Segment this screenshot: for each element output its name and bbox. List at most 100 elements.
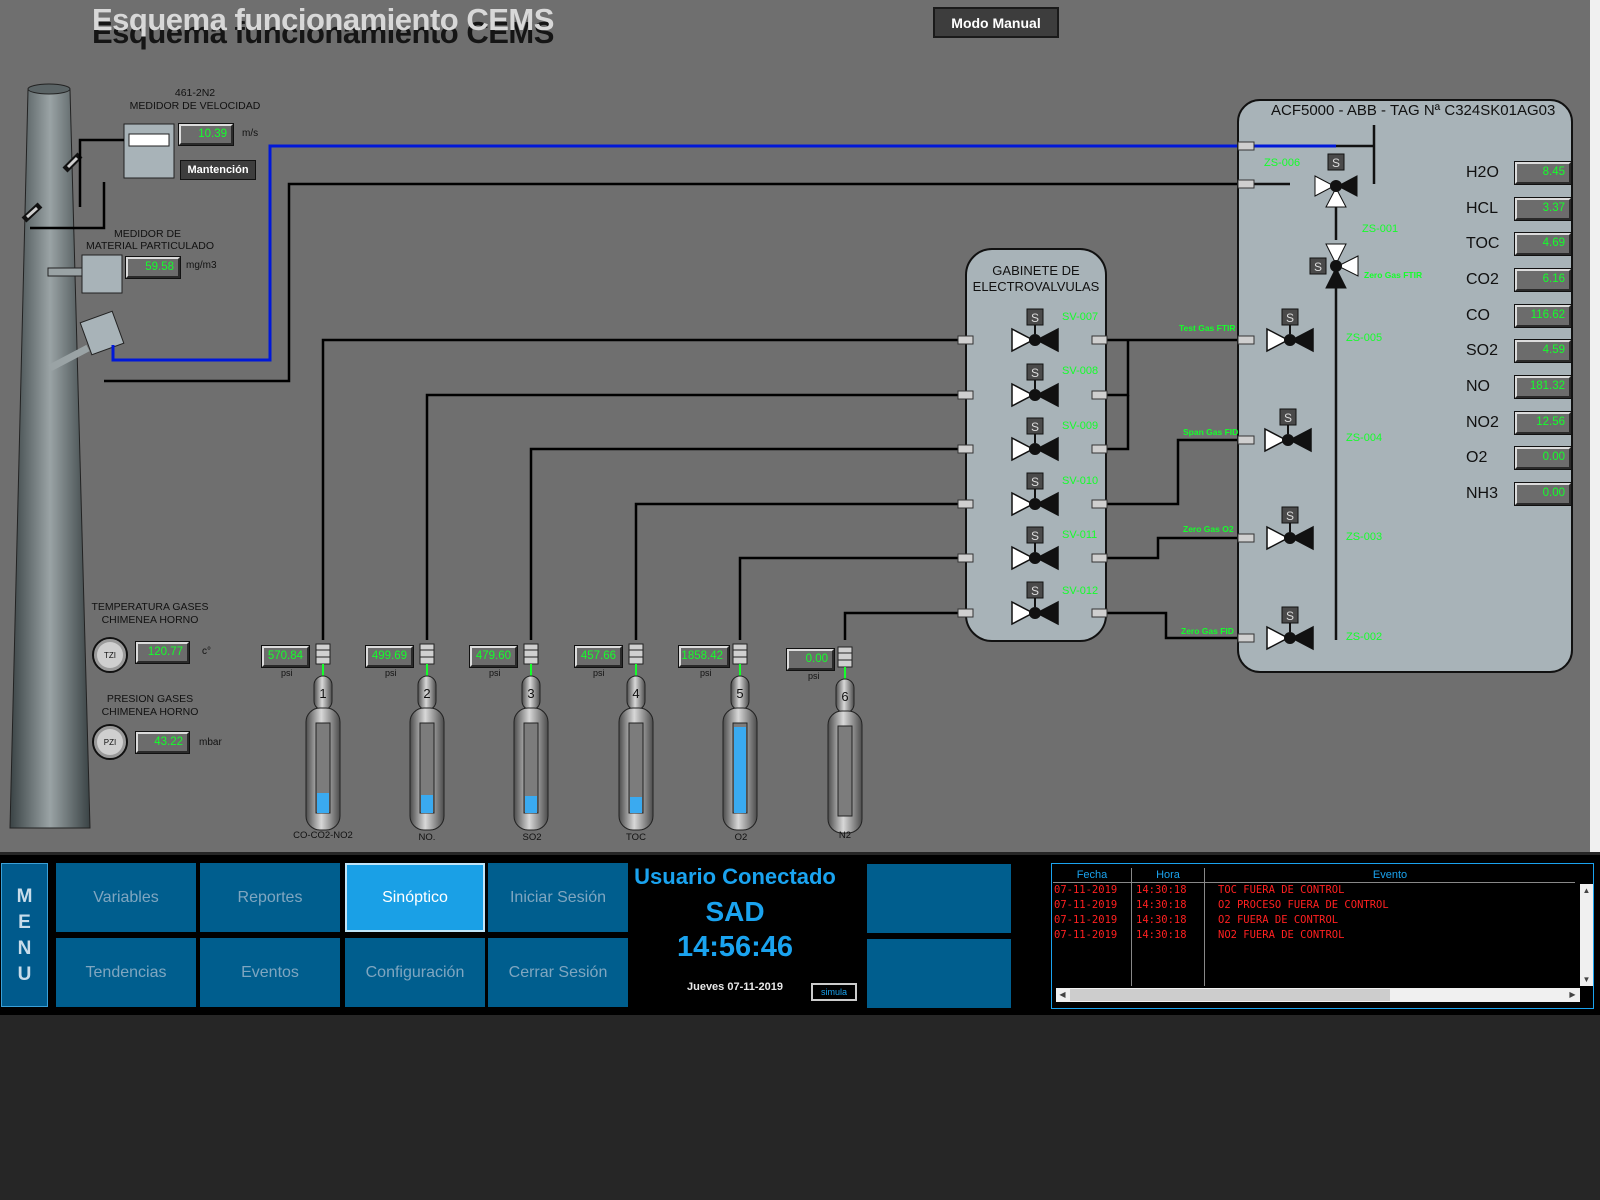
manual-mode-button[interactable]: Modo Manual (933, 7, 1059, 38)
nav-variables[interactable]: Variables (56, 863, 196, 932)
gas-label-nh3: NH3 (1466, 485, 1499, 502)
scroll-left-icon[interactable]: ◀ (1059, 990, 1066, 999)
nav-reportes[interactable]: Reportes (200, 863, 340, 932)
pressure-value: 43.22 (135, 731, 190, 754)
cylinder-1-label: CO-CO2-NO2 (293, 830, 353, 841)
solenoid-valve-sv-008[interactable]: S (1011, 363, 1059, 408)
solenoid-valve-sv-007[interactable]: S (1011, 308, 1059, 353)
solenoid-label: S (1332, 156, 1340, 170)
scroll-right-icon[interactable]: ▶ (1569, 990, 1576, 999)
gas-value-no: 181.32 (1514, 375, 1572, 399)
cylinder-6-label: N2 (838, 830, 852, 841)
cylinder-level (734, 727, 746, 813)
gas-label-hcl: HCL (1466, 200, 1499, 217)
nav-configuracion[interactable]: Configuración (345, 938, 485, 1007)
valve-zs003[interactable]: S (1266, 506, 1314, 551)
solenoid-valve-sv-011[interactable]: S (1011, 526, 1059, 571)
gas-value-toc: 4.69 (1514, 232, 1572, 256)
event-text: TOC FUERA DE CONTROL (1218, 884, 1345, 896)
sample-probe (48, 310, 125, 372)
valve-zs006[interactable]: S (1314, 153, 1358, 208)
nav-iniciar-sesion[interactable]: Iniciar Sesión (488, 863, 628, 932)
solenoid-valve-sv-010[interactable]: S (1011, 472, 1059, 517)
maintenance-button[interactable]: Mantención (180, 160, 256, 180)
cylinder-6-pressure: 0.00 (786, 648, 835, 671)
event-date: 07-11-2019 (1054, 899, 1118, 911)
pressure-label-2: CHIMENEA HORNO (101, 706, 199, 718)
particulate-value: 59.58 (125, 256, 181, 279)
pressure-unit: mbar (199, 737, 222, 748)
gas-value-o2: 0.00 (1514, 446, 1572, 470)
vertical-scrollbar[interactable]: ▲ ▼ (1580, 884, 1593, 986)
gas-label-co: CO (1466, 307, 1490, 324)
particulate-label-2: MATERIAL PARTICULADO (86, 240, 214, 252)
gas-cylinder-6: 6 (827, 646, 863, 834)
cylinder-level (421, 795, 433, 813)
valve-zs002[interactable]: S (1266, 606, 1314, 651)
event-header-fecha[interactable]: Fecha (1053, 868, 1132, 883)
event-date: 07-11-2019 (1054, 929, 1118, 941)
event-date: 07-11-2019 (1054, 884, 1118, 896)
gas-cylinder-5: 5 (722, 643, 758, 831)
chimney-stack (9, 83, 91, 829)
simulate-button[interactable]: simula (811, 983, 857, 1001)
scroll-down-icon[interactable]: ▼ (1582, 975, 1591, 984)
menu-letter-m: M (16, 886, 33, 907)
cylinder-number: 3 (527, 686, 534, 701)
valve-label-sv008: SV-008 (1062, 365, 1099, 377)
event-log: Fecha Hora Evento 07-11-2019 14:30:18 TO… (1051, 863, 1594, 1009)
event-text: O2 PROCESO FUERA DE CONTROL (1218, 899, 1389, 911)
gas-label-o2: O2 (1466, 449, 1488, 466)
valve-label-zs006: ZS-006 (1264, 157, 1301, 169)
solenoid-valve-sv-012[interactable]: S (1011, 581, 1059, 626)
valve-label-sv011: SV-011 (1062, 529, 1098, 541)
event-header-evento[interactable]: Evento (1205, 868, 1575, 883)
solenoid-label: S (1286, 609, 1294, 623)
valve-zs005[interactable]: S (1266, 308, 1314, 353)
page-title: Esquema funcionamiento CEMS (92, 2, 554, 37)
velocity-unit: m/s (242, 128, 259, 139)
cabinet-title-2: ELECTROVALVULAS (972, 279, 1100, 294)
solenoid-valve-sv-009[interactable]: S (1011, 417, 1059, 462)
event-header-hora[interactable]: Hora (1132, 868, 1205, 883)
menu-button[interactable]: M E N U (1, 863, 48, 1007)
cylinder-number: 1 (319, 686, 326, 701)
valve-label-sv010: SV-010 (1062, 475, 1099, 487)
nav-tendencias[interactable]: Tendencias (56, 938, 196, 1007)
gas-label-co2: CO2 (1466, 271, 1499, 288)
nav-eventos[interactable]: Eventos (200, 938, 340, 1007)
menu-letter-e: E (18, 912, 31, 933)
scroll-thumb[interactable] (1070, 989, 1390, 1001)
menu-letter-u: U (17, 964, 32, 985)
valve-zs001[interactable]: S (1309, 243, 1359, 289)
cylinder-5-label: O2 (734, 832, 748, 843)
cylinder-5-pressure: 1858.42 (678, 645, 730, 668)
solenoid-label: S (1031, 475, 1039, 489)
valve-label-zs005: ZS-005 (1346, 332, 1383, 344)
particulate-label-1: MEDIDOR DE (113, 228, 182, 240)
valve-zs004[interactable]: S (1264, 408, 1312, 453)
solenoid-label: S (1286, 311, 1294, 325)
analyzer-valves: S S S S S S (1264, 153, 1359, 651)
cylinder-1-unit: psi (281, 668, 293, 678)
solenoid-label: S (1031, 529, 1039, 543)
event-text: O2 FUERA DE CONTROL (1218, 914, 1339, 926)
gas-value-so2: 4.59 (1514, 339, 1572, 363)
horizontal-scrollbar[interactable]: ◀ ▶ (1056, 988, 1580, 1002)
nav-cerrar-sesion[interactable]: Cerrar Sesión (488, 938, 628, 1007)
blank-button-1[interactable] (867, 864, 1011, 933)
event-time: 14:30:18 (1136, 884, 1187, 896)
scroll-up-icon[interactable]: ▲ (1582, 886, 1591, 895)
cylinder-3-pressure: 479.60 (469, 645, 518, 668)
pressure-gauge: PZI (92, 724, 128, 760)
nav-sinoptico[interactable]: Sinóptico (345, 863, 485, 932)
cylinder-4-unit: psi (593, 668, 605, 678)
valve-label-zs004: ZS-004 (1346, 432, 1383, 444)
cylinder-3-unit: psi (489, 668, 501, 678)
cylinder-2-pressure: 499.69 (365, 645, 414, 668)
valve-label-sv009: SV-009 (1062, 420, 1099, 432)
blank-button-2[interactable] (867, 939, 1011, 1008)
gas-label-no2: NO2 (1466, 414, 1499, 431)
gas-value-no2: 12.56 (1514, 411, 1572, 435)
